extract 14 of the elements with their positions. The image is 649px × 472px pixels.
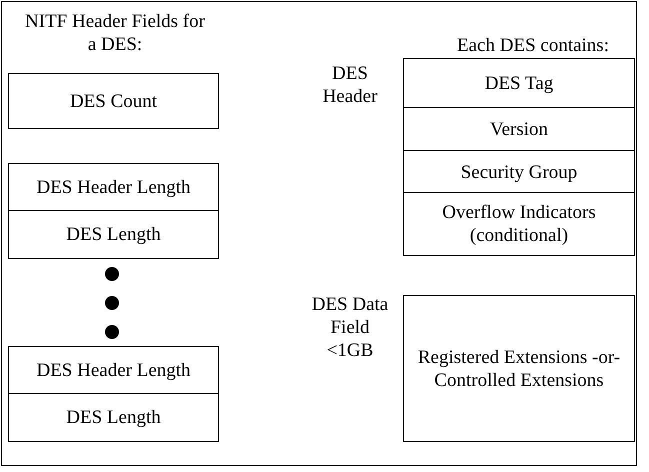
header-label: Each DES contains: — [456, 34, 610, 57]
field-box: DES Count — [8, 73, 219, 129]
side-label: DES Header — [322, 62, 378, 108]
field-box: Security Group — [403, 150, 635, 194]
field-box: DES Length — [8, 393, 219, 442]
field-box: DES Header Length — [8, 346, 219, 395]
field-box: Overflow Indicators (conditional) — [403, 192, 635, 256]
field-box: DES Length — [8, 210, 219, 259]
field-box: Registered Extensions -or- Controlled Extensions — [403, 295, 635, 442]
side-label: DES Data Field <1GB — [310, 293, 390, 362]
header-label: NITF Header Fields for a DES: — [24, 10, 206, 56]
field-box: Version — [403, 107, 635, 152]
field-box: DES Tag — [403, 58, 635, 109]
field-box: DES Header Length — [8, 163, 219, 212]
